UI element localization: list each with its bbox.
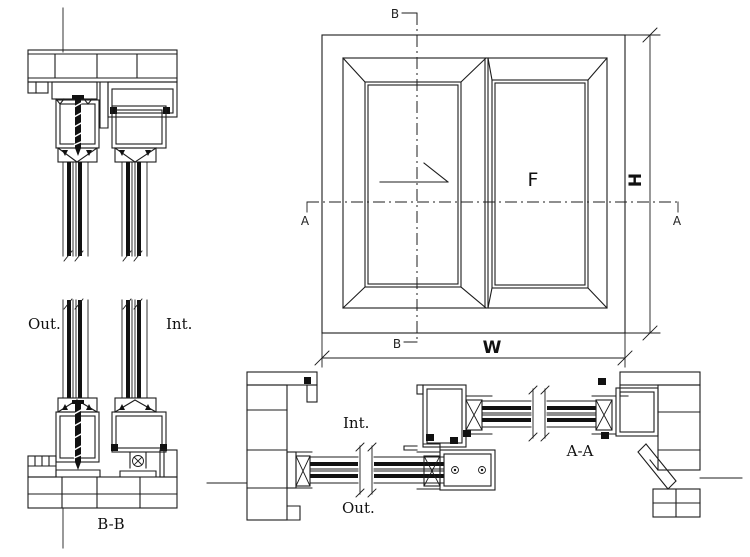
break-marks — [122, 298, 143, 310]
section-aa-view: Int. Out. A-A — [206, 371, 743, 521]
marker-b-bottom: B — [393, 337, 401, 351]
roller-wheel — [129, 451, 147, 469]
sill-frame-profile — [27, 449, 178, 509]
break-marks — [528, 385, 550, 442]
label-inside: Int. — [343, 414, 369, 432]
marker-a-right: A — [673, 214, 682, 228]
fixed-panel-label: F — [528, 169, 539, 191]
gasket — [111, 444, 118, 451]
label-outside: Out. — [28, 315, 61, 333]
tick-mark — [314, 350, 633, 366]
marker-a-left: A — [301, 214, 310, 228]
gasket — [110, 107, 117, 114]
fixed-sash-panel — [487, 57, 608, 309]
tick-mark — [642, 27, 658, 341]
left-jamb-profile — [206, 371, 318, 521]
gasket — [601, 432, 609, 439]
break-marks — [63, 298, 84, 310]
dim-height: H — [624, 27, 661, 341]
bottom-sash-profiles — [55, 397, 167, 469]
head-frame-profile — [27, 49, 178, 129]
meeting-stile-profile — [403, 384, 496, 491]
gasket — [463, 430, 471, 437]
glazing-inner-run — [481, 385, 597, 442]
marker-b-top: B — [391, 7, 399, 21]
section-aa-caption: A-A — [566, 442, 594, 460]
sliding-sash-panel — [342, 57, 487, 309]
gasket — [598, 378, 606, 385]
glazing-unit-inner — [121, 161, 148, 399]
break-marks — [63, 250, 84, 262]
screw-top — [72, 95, 84, 156]
section-bb-caption: B-B — [97, 515, 124, 533]
break-marks — [355, 442, 377, 498]
right-jamb-profile — [591, 371, 743, 518]
gasket — [426, 434, 434, 441]
elevation-view: W H B B A A F — [301, 7, 682, 368]
top-sash-profiles — [55, 99, 167, 163]
glazing-outer-run — [309, 442, 445, 498]
section-bb-view: Out. Int. B-B — [27, 7, 192, 549]
dim-width: W — [314, 332, 633, 368]
gasket — [304, 377, 311, 384]
slide-direction-arrow — [379, 162, 449, 183]
glazing-unit-outer — [62, 161, 89, 399]
gasket — [160, 444, 167, 451]
dim-width-label: W — [483, 338, 502, 358]
screw-bottom — [72, 400, 84, 470]
frame-outer — [321, 34, 626, 334]
dim-height-label: H — [626, 173, 646, 187]
frame-inner — [342, 57, 608, 309]
section-line-hooks — [306, 12, 679, 343]
meeting-stile — [484, 57, 489, 309]
gasket — [450, 437, 458, 444]
label-outside: Out. — [342, 499, 375, 517]
label-inside: Int. — [166, 315, 192, 333]
break-marks — [122, 250, 143, 262]
